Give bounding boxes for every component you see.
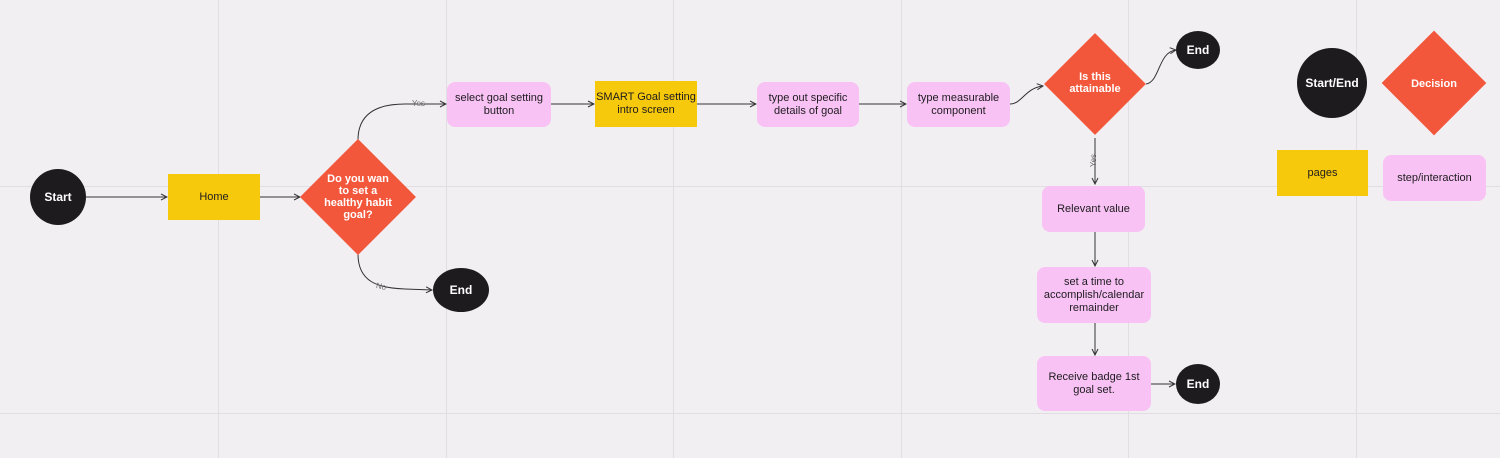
grid-line	[673, 0, 674, 458]
grid-line	[218, 0, 219, 458]
legend-page: pages	[1277, 150, 1368, 196]
legend-terminator: Start/End	[1297, 48, 1367, 118]
receive-badge-step[interactable]: Receive badge 1st goal set.	[1037, 356, 1151, 411]
edge-attainable-end	[1145, 50, 1176, 85]
grid-line	[446, 0, 447, 458]
end-node[interactable]: End	[433, 268, 489, 312]
set-time-step[interactable]: set a time to accomplish/calendar remain…	[1037, 267, 1151, 323]
grid-line	[901, 0, 902, 458]
home-page[interactable]: Home	[168, 174, 260, 220]
end-node[interactable]: End	[1176, 364, 1220, 404]
edge-label-yes: Yes	[412, 99, 426, 108]
edge-label-no: No	[375, 281, 388, 292]
select-goal-step[interactable]: select goal setting button	[447, 82, 551, 127]
edge-measurable-attainable	[1009, 86, 1043, 105]
relevant-value-step[interactable]: Relevant value	[1042, 186, 1145, 232]
decision-label: Do you wan to set a healthy habit goal?	[324, 173, 392, 221]
type-measurable-step[interactable]: type measurable component	[907, 82, 1010, 127]
decision-label: Is this attainable	[1069, 71, 1121, 95]
grid-line	[0, 413, 1500, 414]
edge-decision-end	[357, 253, 432, 290]
legend-step: step/interaction	[1383, 155, 1486, 201]
legend-decision-label: Decision	[1411, 78, 1457, 90]
grid-line	[0, 186, 1500, 187]
type-specific-step[interactable]: type out specific details of goal	[757, 82, 859, 127]
start-node[interactable]: Start	[30, 169, 86, 225]
edge-decision-select	[357, 104, 446, 141]
smart-intro-page[interactable]: SMART Goal setting intro screen	[595, 81, 697, 127]
grid-line	[1356, 0, 1357, 458]
edge-label-yes: Yes	[1089, 153, 1099, 168]
end-node[interactable]: End	[1176, 31, 1220, 69]
